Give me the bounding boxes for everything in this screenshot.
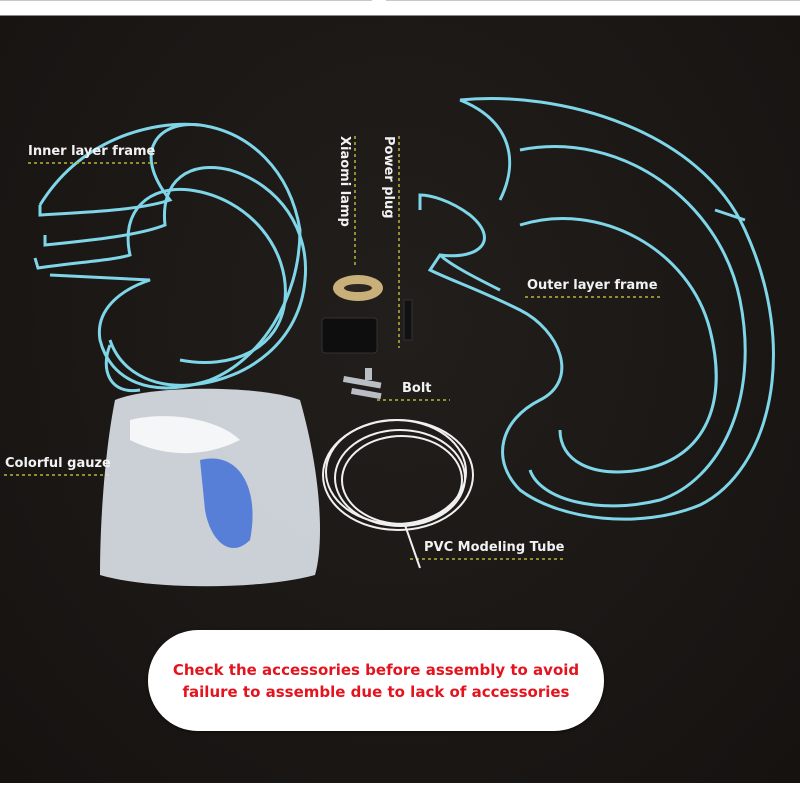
label-power-plug: Power plug: [381, 136, 396, 219]
colorful-gauze-bag: [100, 388, 320, 587]
notice-line-1: Check the accessories before assembly to…: [172, 660, 580, 679]
label-bolt: Bolt: [402, 381, 432, 396]
xiaomi-lamp-center: [344, 284, 372, 292]
label-inner-layer-frame: Inner layer frame: [28, 144, 156, 159]
pvc-modeling-tube: [322, 419, 474, 569]
power-adapter: [321, 317, 378, 354]
bolts: [342, 368, 382, 400]
label-colorful-gauze: Colorful gauze: [5, 456, 111, 471]
top-divider: [386, 0, 800, 1]
top-divider: [0, 0, 372, 1]
power-plug-jack: [403, 299, 413, 341]
notice-line-2: failure to assemble due to lack of acces…: [182, 682, 570, 701]
outer-layer-frame: [418, 97, 775, 521]
inner-layer-frame: [33, 122, 308, 393]
leader-lines: [4, 136, 660, 560]
label-outer-layer-frame: Outer layer frame: [527, 278, 658, 293]
accessories-notice: Check the accessories before assembly to…: [148, 630, 604, 731]
label-xiaomi-lamp: Xiaomi lamp: [337, 136, 352, 227]
label-pvc-modeling-tube: PVC Modeling Tube: [424, 540, 565, 555]
